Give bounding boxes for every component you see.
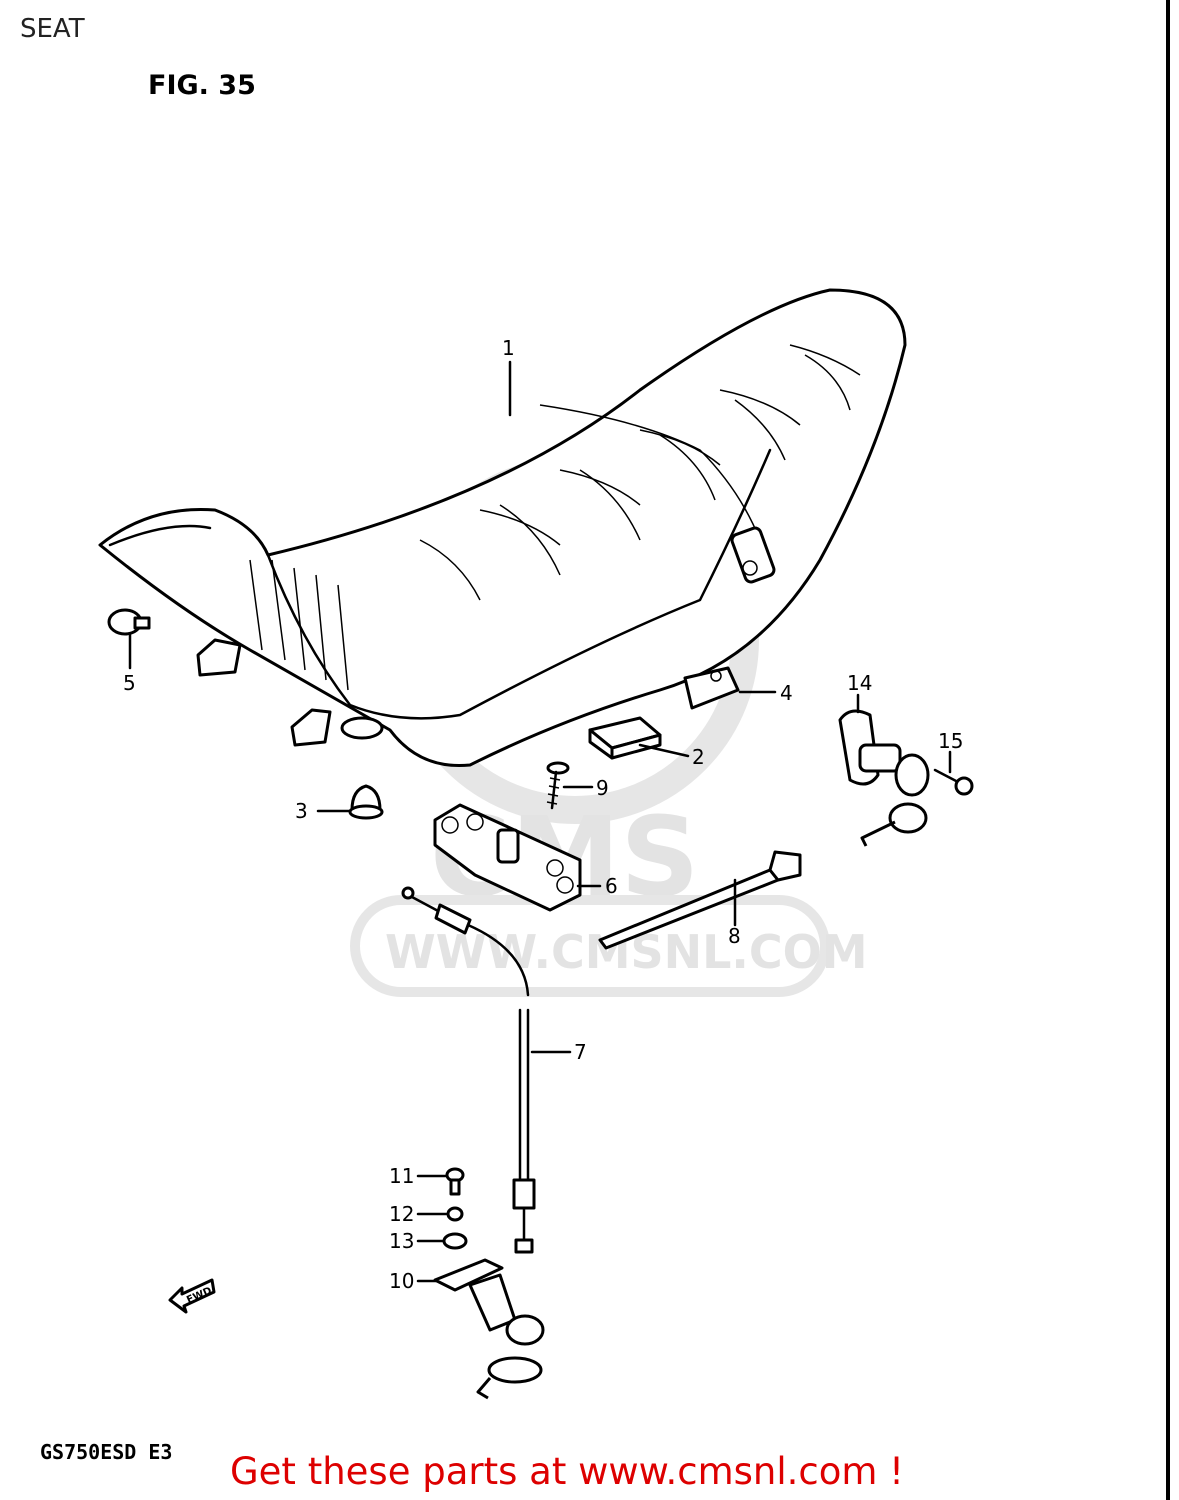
fwd-direction-badge: FWD [168,1278,216,1314]
figure-label: FIG. 35 [148,70,256,101]
footer-cta-link[interactable]: Get these parts at www.cmsnl.com ! [230,1450,905,1493]
callout-15[interactable]: 15 [938,729,963,753]
callout-12[interactable]: 12 [389,1202,414,1226]
screw-part-9[interactable] [546,761,570,810]
page-title: SEAT [20,14,85,44]
bolt-part-11[interactable] [445,1167,465,1196]
callout-2[interactable]: 2 [692,745,705,769]
cap-part-3[interactable] [348,784,384,820]
watermark-url-pill [350,895,830,997]
leader-lines [128,360,952,1283]
callout-11[interactable]: 11 [389,1164,414,1188]
lever-part-8[interactable] [598,850,802,950]
callout-10[interactable]: 10 [389,1269,414,1293]
cushion-part-4[interactable] [683,666,740,710]
callout-labels: 1 2 3 4 5 6 7 8 9 10 11 12 13 14 15 [123,336,963,1293]
callout-3[interactable]: 3 [295,799,308,823]
callout-5[interactable]: 5 [123,671,136,695]
screw-part-15[interactable] [933,768,974,796]
callout-14[interactable]: 14 [847,671,872,695]
callout-7[interactable]: 7 [574,1040,587,1064]
washer-part-13[interactable] [442,1232,468,1250]
seat-part[interactable] [98,288,907,768]
lock-part-10[interactable] [433,1258,545,1400]
callout-8[interactable]: 8 [728,924,741,948]
nut-part-12[interactable] [446,1206,464,1222]
callout-4[interactable]: 4 [780,681,793,705]
knob-part-5[interactable] [107,608,151,636]
lock-set-part-14[interactable] [838,709,930,847]
cable-part-7[interactable] [401,886,536,1254]
lock-base-part-6[interactable] [433,803,582,912]
cushion-part-2[interactable] [588,716,662,760]
callout-9[interactable]: 9 [596,776,609,800]
callout-13[interactable]: 13 [389,1229,414,1253]
callout-6[interactable]: 6 [605,874,618,898]
callout-1[interactable]: 1 [502,336,515,360]
model-code: GS750ESD E3 [40,1440,173,1464]
